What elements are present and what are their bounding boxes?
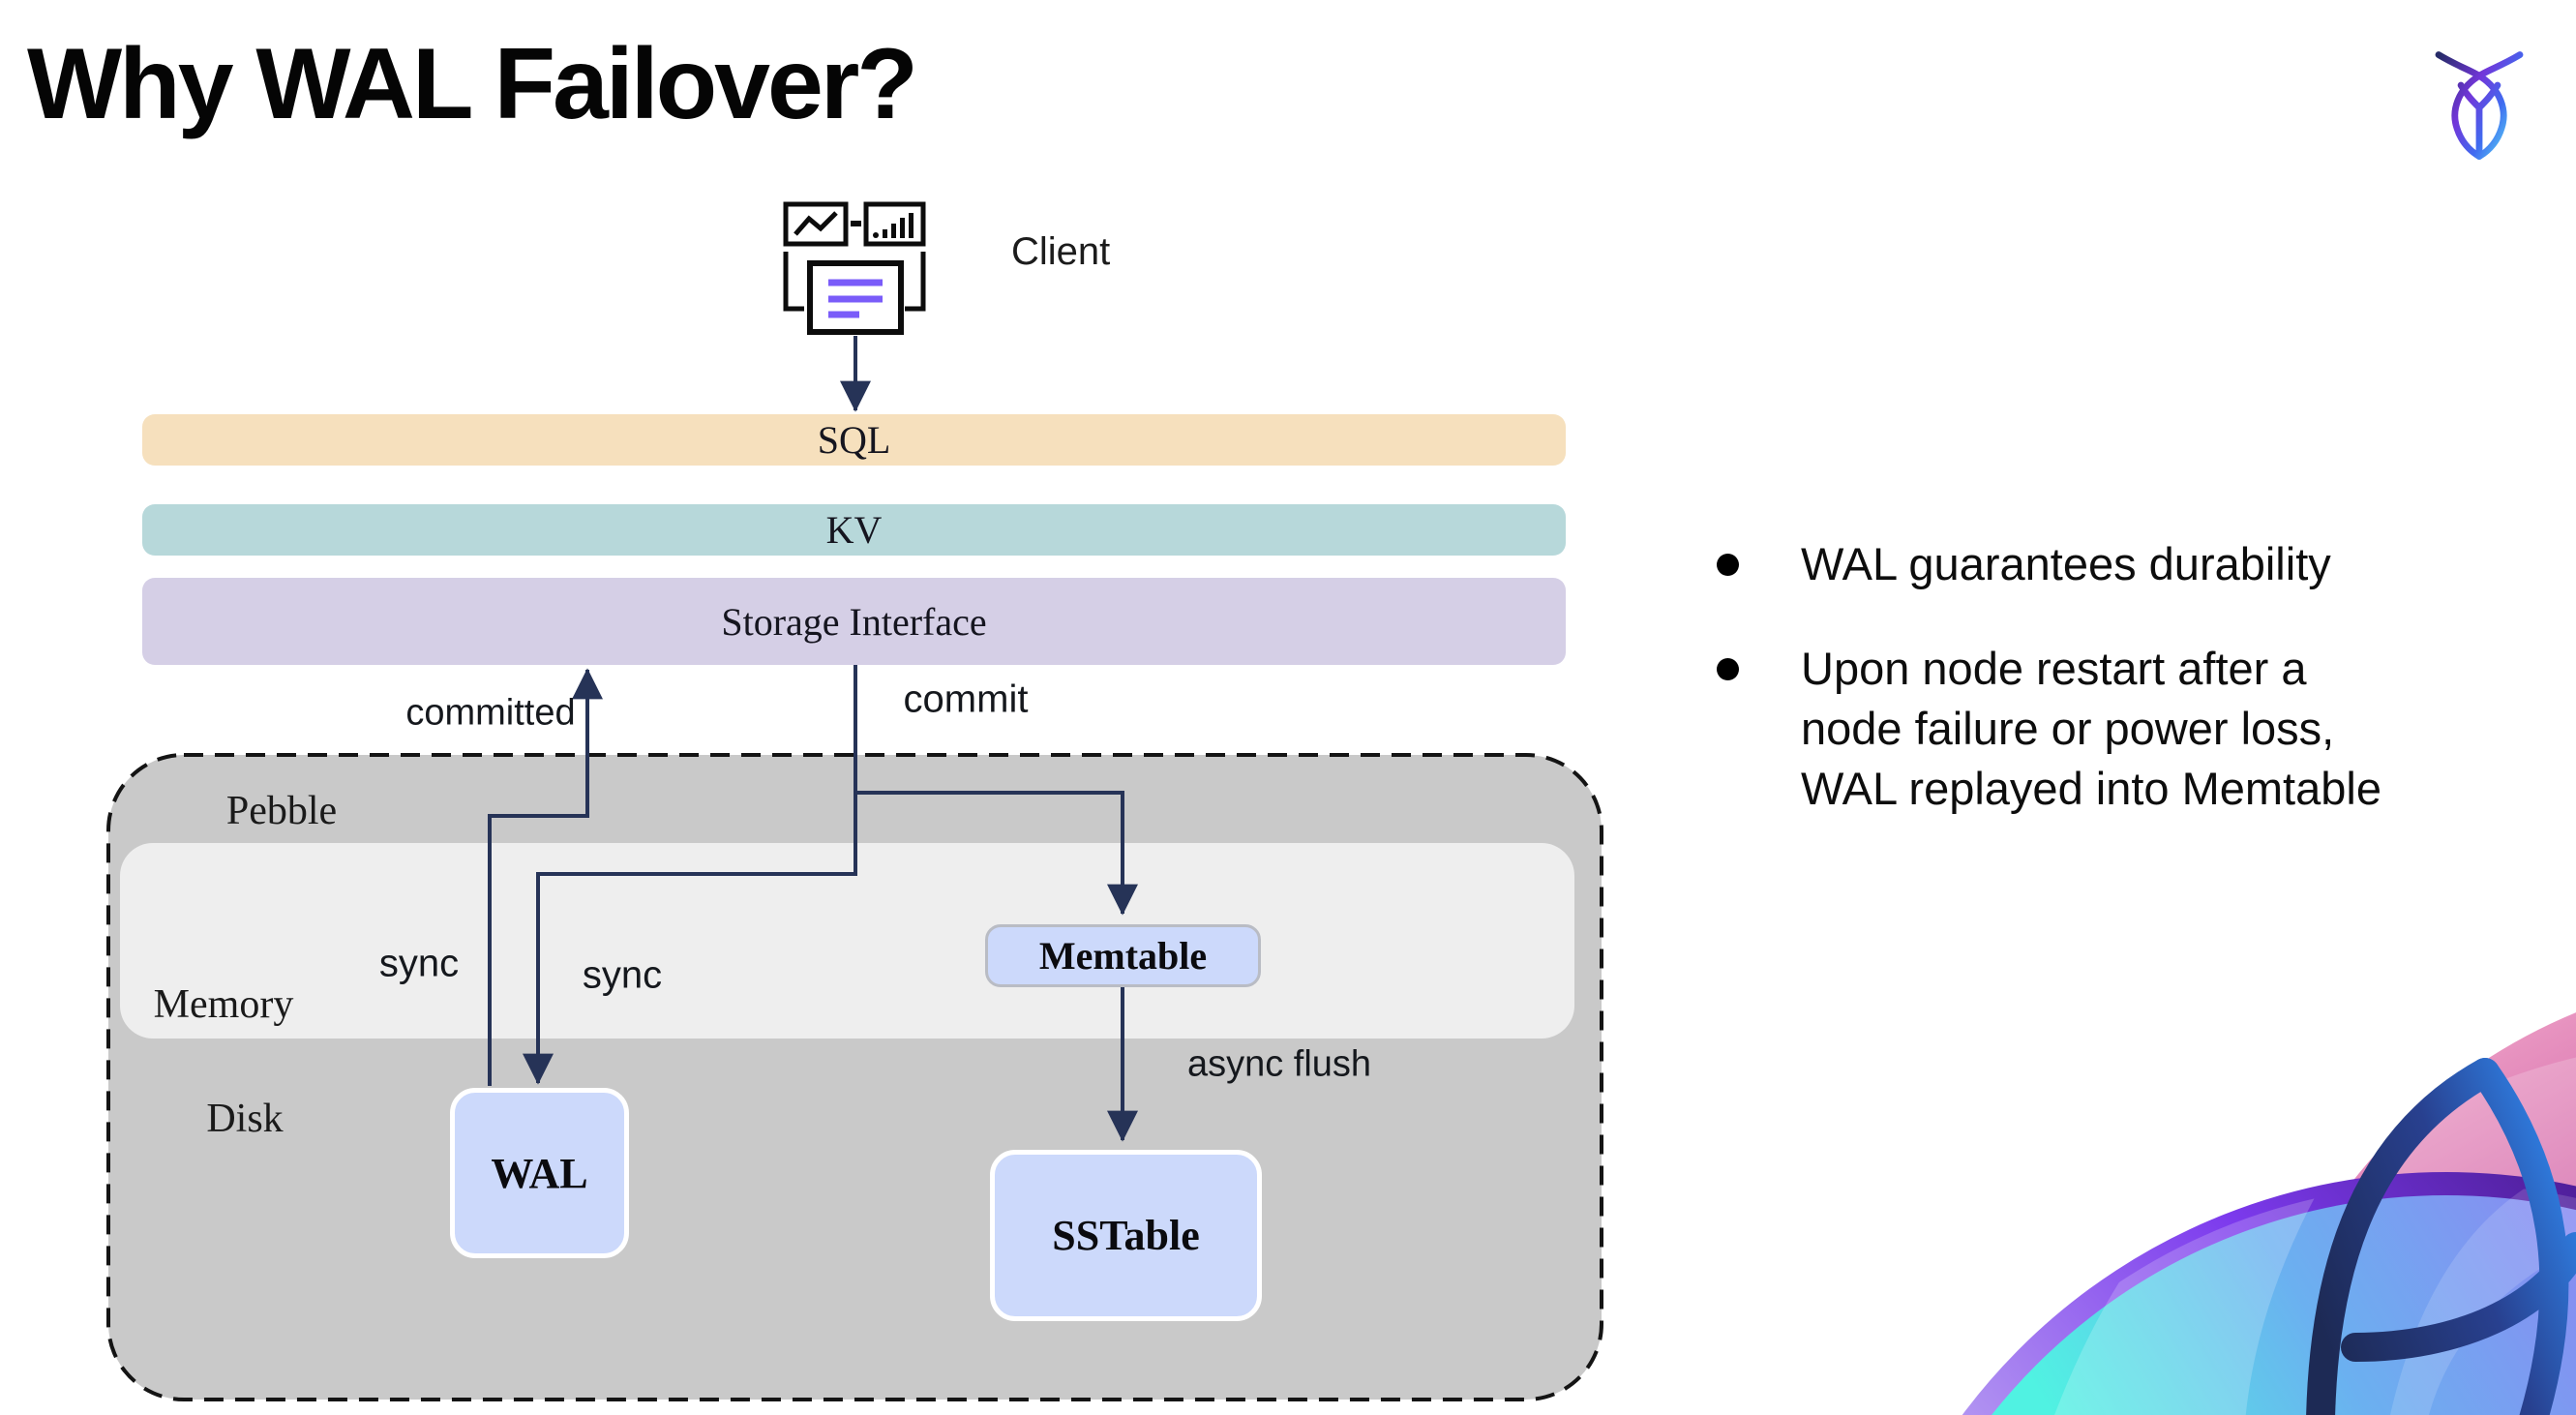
list-item: WAL guarantees durability bbox=[1715, 534, 2566, 594]
bullet-2-line-3: WAL replayed into Memtable bbox=[1801, 763, 2381, 814]
brand-artwork bbox=[1962, 1012, 2576, 1415]
layer-bar-storage-interface: Storage Interface bbox=[142, 578, 1566, 665]
bullet-list: WAL guarantees durability Upon node rest… bbox=[1715, 534, 2566, 863]
async-flush-label: async flush bbox=[1186, 1043, 1372, 1085]
bullet-dot-icon bbox=[1717, 554, 1739, 576]
sstable-label: SSTable bbox=[1052, 1212, 1200, 1259]
blue-circle bbox=[1962, 1172, 2576, 1415]
wal-box: WAL bbox=[450, 1088, 629, 1258]
committed-label: committed bbox=[405, 692, 576, 734]
bullet-1-line-1: WAL guarantees durability bbox=[1801, 538, 2331, 589]
bullet-2-line-1: Upon node restart after a bbox=[1801, 643, 2307, 694]
layer-label-kv: KV bbox=[825, 508, 883, 552]
layer-label-storage-interface: Storage Interface bbox=[721, 599, 987, 644]
commit-sync-arrow bbox=[523, 665, 857, 1085]
wal-label: WAL bbox=[491, 1149, 588, 1197]
committed-arrow bbox=[488, 668, 603, 1086]
layer-bar-kv: KV bbox=[142, 504, 1566, 556]
memtable-box: Memtable bbox=[985, 924, 1261, 987]
bullet-2-line-2: node failure or power loss, bbox=[1801, 703, 2335, 754]
line-chart-icon bbox=[783, 201, 849, 247]
memory-label: Memory bbox=[153, 982, 294, 1027]
memory-band bbox=[120, 843, 1574, 1039]
client-label: Client bbox=[1011, 230, 1111, 273]
layer-label-sql: SQL bbox=[817, 418, 891, 462]
memtable-label: Memtable bbox=[1038, 934, 1208, 978]
leaf-veins bbox=[2306, 1058, 2576, 1415]
page-title: Why WAL Failover? bbox=[27, 28, 918, 140]
sstable-box: SSTable bbox=[990, 1150, 1262, 1321]
cockroachdb-logo-icon bbox=[2435, 51, 2524, 161]
sync-right-label: sync bbox=[582, 953, 663, 997]
bullet-dot-icon bbox=[1717, 658, 1739, 680]
pebble-label: Pebble bbox=[225, 789, 338, 833]
list-item: Upon node restart after a node failure o… bbox=[1715, 639, 2566, 819]
client-terminal-icon bbox=[783, 201, 926, 335]
commit-label: commit bbox=[903, 677, 1029, 721]
layer-bar-sql: SQL bbox=[142, 414, 1566, 466]
disk-label: Disk bbox=[206, 1097, 284, 1141]
sync-left-label: sync bbox=[378, 942, 460, 985]
commit-memtable-arrow bbox=[855, 791, 1138, 916]
